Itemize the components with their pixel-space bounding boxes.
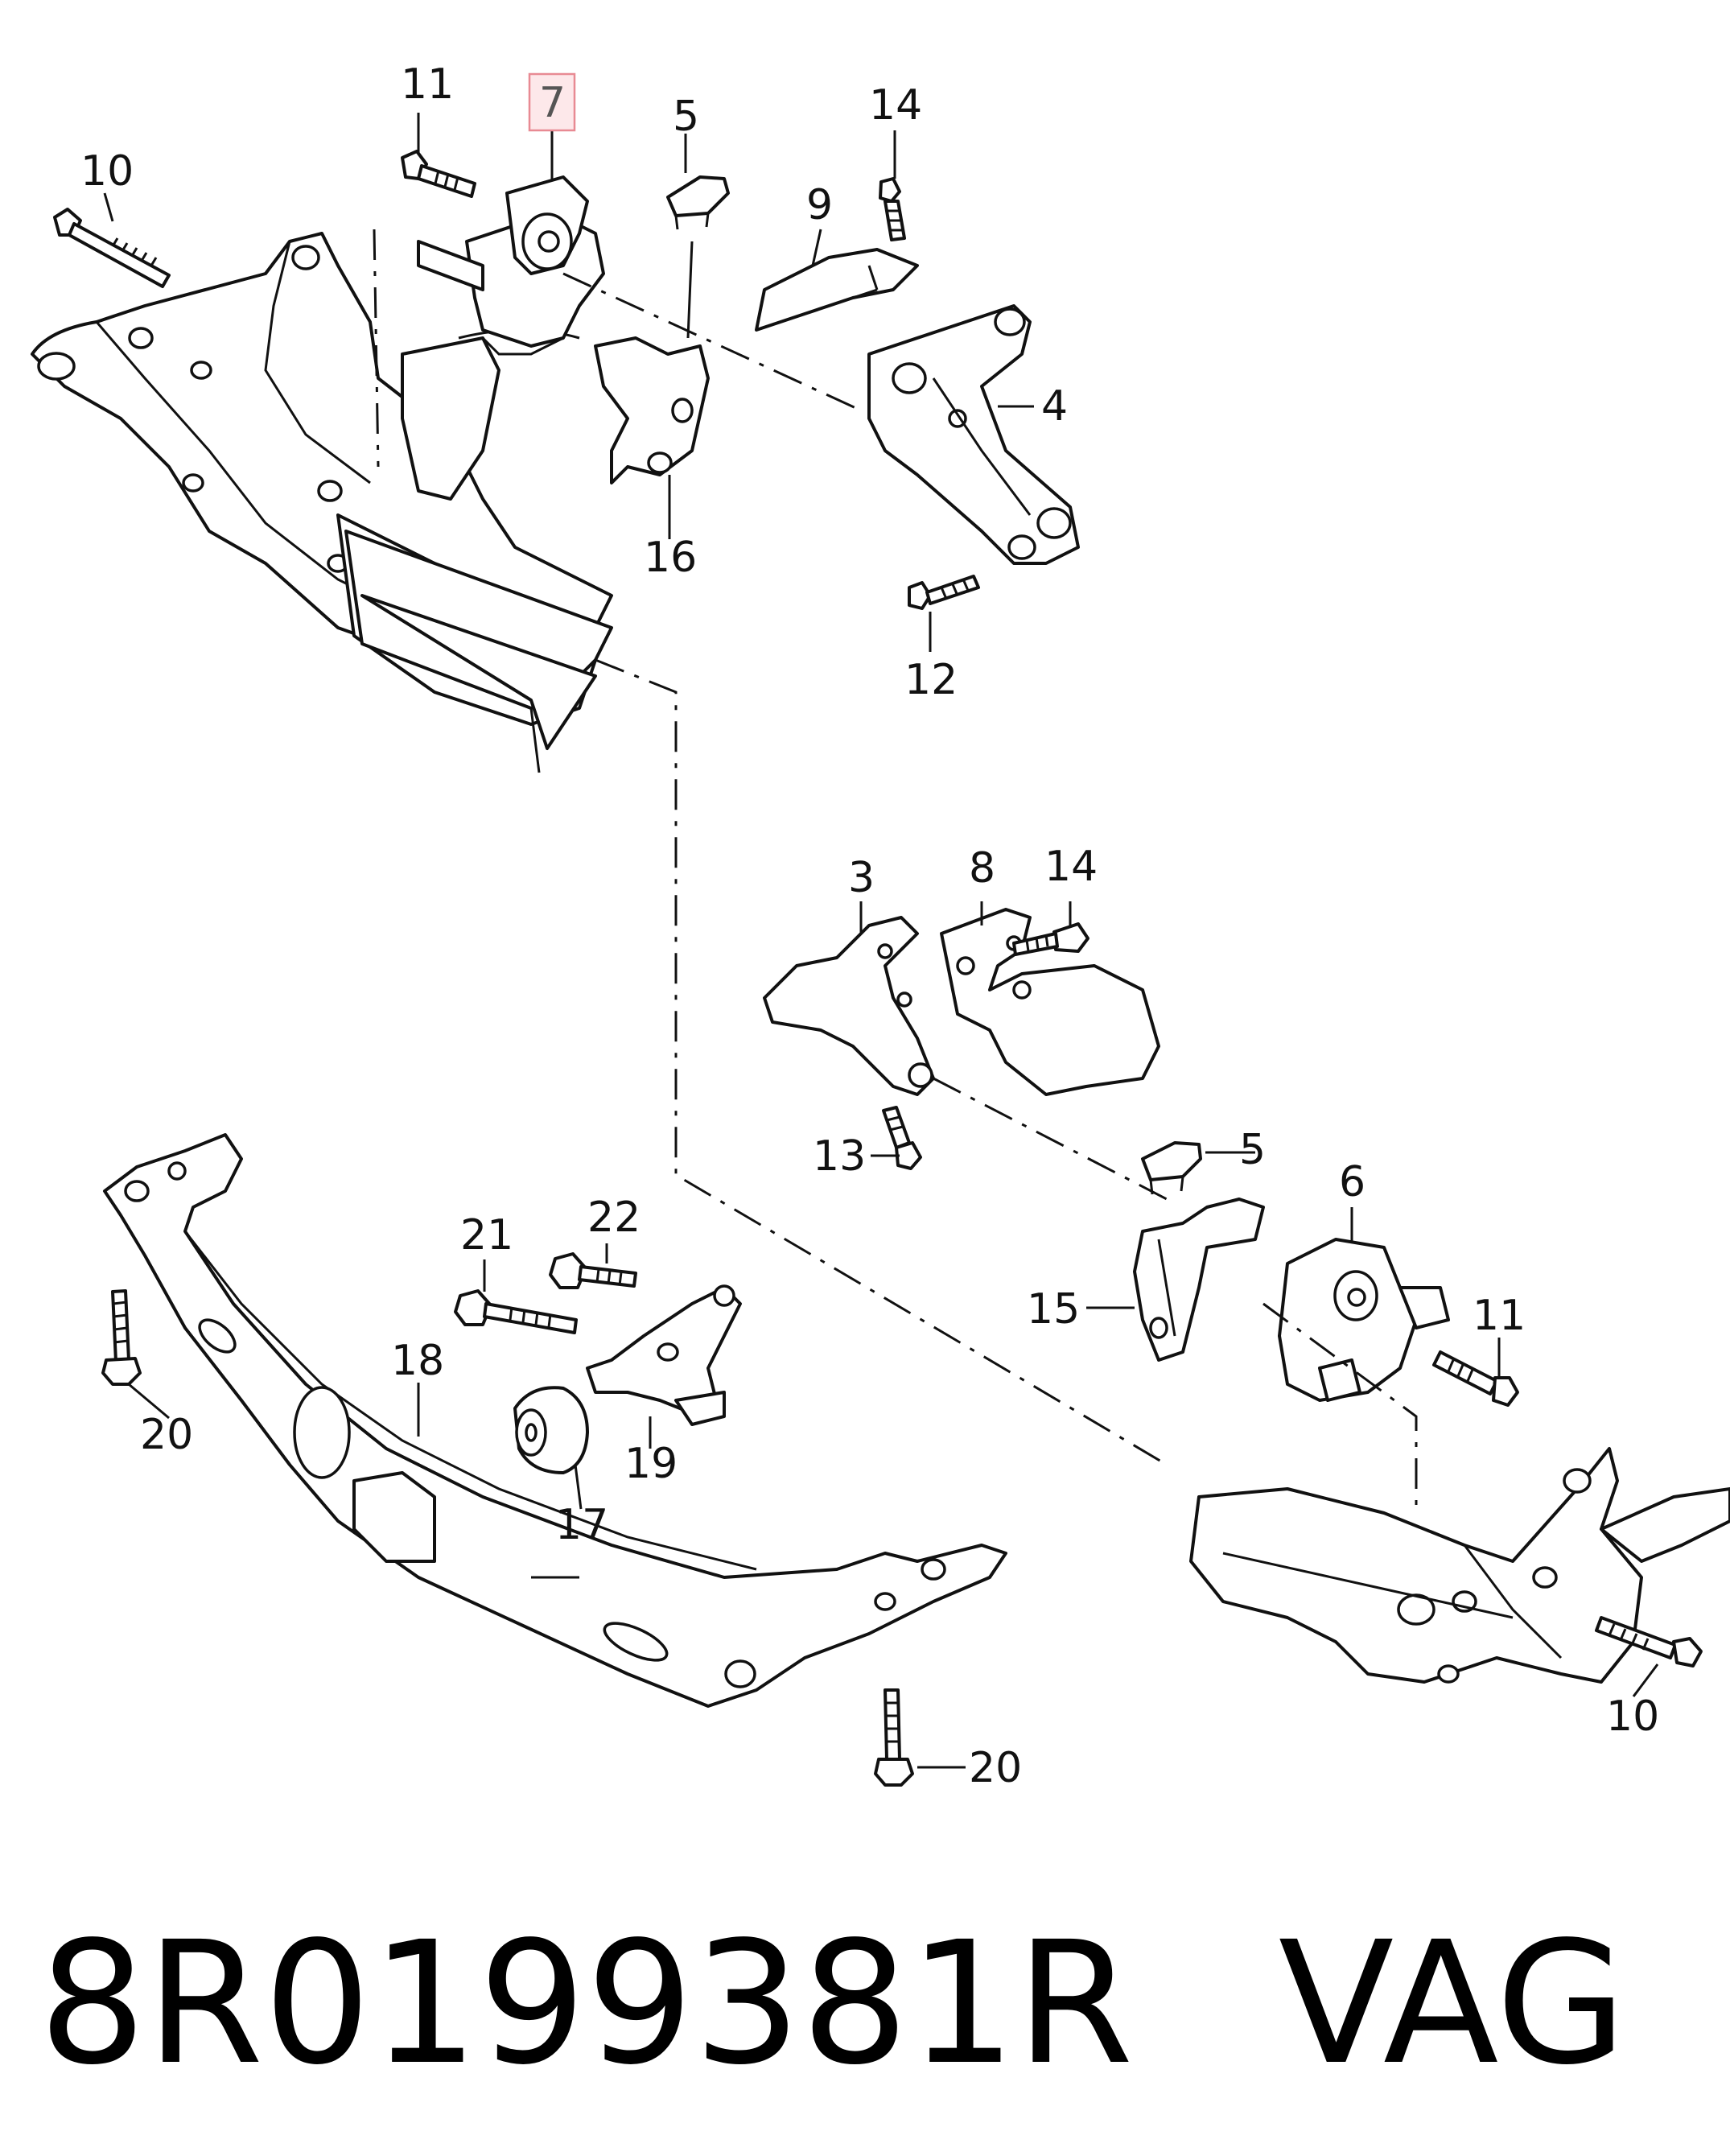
bracket-16 <box>594 241 710 484</box>
callout-10-top: 10 <box>80 147 134 196</box>
callout-14-mid: 14 <box>1044 843 1098 891</box>
callout-19: 19 <box>624 1440 678 1488</box>
heat-shield-9 <box>755 248 919 332</box>
callout-5-top: 5 <box>673 93 699 141</box>
callout-3: 3 <box>848 854 875 902</box>
bolt-10-top <box>53 208 171 288</box>
engine-mount-7 <box>417 175 605 356</box>
callout-5-mid: 5 <box>1239 1126 1266 1174</box>
callout-16: 16 <box>644 534 697 582</box>
bolt-11-top <box>401 150 476 198</box>
bolt-21 <box>454 1289 578 1334</box>
callout-14-top: 14 <box>869 81 922 130</box>
bolt-20-bottom <box>874 1688 914 1787</box>
highlight-box <box>528 72 576 132</box>
brand-name: VAG <box>1278 1905 1627 2102</box>
callout-22: 22 <box>587 1193 641 1242</box>
callout-11-top: 11 <box>401 60 454 109</box>
callout-9: 9 <box>806 181 833 229</box>
callout-20-bottom: 20 <box>969 1744 1022 1792</box>
part-number: 8R0199381R <box>39 1905 1134 2102</box>
callout-4: 4 <box>1041 382 1068 431</box>
subframe-right <box>1189 1447 1730 1684</box>
callout-17: 17 <box>555 1501 608 1549</box>
bolt-12 <box>908 575 980 610</box>
bolt-13 <box>882 1106 922 1170</box>
bolt-22 <box>549 1252 637 1289</box>
callout-15: 15 <box>1027 1285 1080 1334</box>
part-number-caption: 8R0199381R VAG <box>39 1899 1696 2109</box>
bolt-14-mid <box>1012 922 1089 956</box>
bushing-17 <box>513 1386 589 1474</box>
rubber-stop-5-top <box>666 175 730 230</box>
callout-12: 12 <box>904 656 958 704</box>
callout-11-mid: 11 <box>1473 1292 1526 1340</box>
callout-20-left: 20 <box>140 1411 193 1459</box>
engine-mount-6 <box>1278 1238 1450 1402</box>
transmission-mount-19 <box>586 1284 742 1426</box>
callout-8: 8 <box>969 844 995 892</box>
dashed-assembly-lines <box>373 229 1418 1505</box>
callout-6: 6 <box>1339 1158 1365 1206</box>
bracket-4 <box>867 304 1080 565</box>
bolt-14-top <box>879 177 906 241</box>
exploded-parts-diagram: 11 7 5 14 10 9 4 16 12 3 8 14 13 5 6 15 … <box>31 60 1730 1792</box>
bolt-20-left <box>101 1289 142 1386</box>
bracket-15 <box>1133 1198 1265 1362</box>
callout-labels: 11 7 5 14 10 9 4 16 12 3 8 14 13 5 6 15 … <box>80 60 1659 1792</box>
bracket-3 <box>763 916 935 1096</box>
leader-lines <box>103 113 1659 1769</box>
callout-13: 13 <box>813 1132 866 1181</box>
callout-18: 18 <box>391 1337 444 1385</box>
bolt-11-mid <box>1432 1350 1519 1407</box>
frame-rail-top <box>344 530 613 773</box>
crossmember-18 <box>103 1133 1007 1708</box>
bolt-10-bottom <box>1595 1616 1703 1667</box>
rubber-stop-5-mid <box>1141 1141 1202 1195</box>
callout-7[interactable]: 7 <box>539 79 566 127</box>
callout-10-bottom: 10 <box>1606 1692 1659 1741</box>
callout-21: 21 <box>460 1211 513 1259</box>
